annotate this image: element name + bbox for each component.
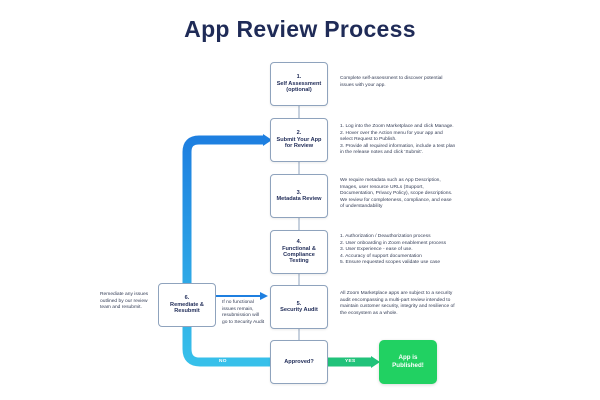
description-line: select Request to Publish.	[340, 137, 397, 143]
description-line: the ecosystem as a whole.	[340, 310, 398, 316]
remediate-note: Remediate any issues outlined by our rev…	[100, 292, 170, 312]
description-security-audit: All Zoom Marketplace apps are subject to…	[340, 291, 505, 317]
step-number: 1.	[296, 74, 302, 81]
note-line: resubmission will	[222, 313, 259, 319]
step-label: Security Audit	[280, 307, 318, 313]
note-line: If no functional	[222, 300, 254, 305]
description-line: Complete self-assessment to discover pot…	[340, 76, 443, 81]
step-metadata-review: 3. Metadata Review	[270, 174, 328, 218]
description-line: 2. Hover over the Action menu for your a…	[340, 130, 443, 136]
description-line: Images, user resource URLs (Support,	[340, 184, 424, 190]
note-line: Remediate any issues	[100, 292, 149, 297]
step-label: Self Assessment (optional)	[276, 80, 322, 94]
page-title: App Review Process	[184, 16, 416, 42]
description-submit-app: 1. Log into the Zoom Marketplace and cli…	[340, 124, 500, 157]
description-line: 3. User Experience - ease of use.	[340, 247, 413, 253]
description-line: We review for completeness, compliance, …	[340, 197, 452, 203]
step-approved-decision: Approved?	[270, 340, 328, 384]
step-label: Functional & Compliance Testing	[282, 245, 316, 265]
step-label: Submit Your App for Review	[276, 136, 322, 150]
description-line: 2. User onboarding in Zoom enablement pr…	[340, 240, 447, 246]
rejection-loop	[182, 135, 270, 367]
description-line: Documentation, Privacy Policy), scope de…	[340, 191, 453, 197]
step-number: 6.	[184, 295, 190, 302]
description-line: We require metadata such as App Descript…	[340, 178, 441, 183]
description-line: 1. Log into the Zoom Marketplace and cli…	[340, 124, 454, 129]
step-self-assessment: 1. Self Assessment (optional)	[270, 62, 328, 106]
note-line: go to Security Audit	[222, 319, 265, 325]
step-label: Metadata Review	[276, 196, 322, 202]
step-label: Remediate & Resubmit	[170, 301, 204, 315]
description-line: issues with your app.	[340, 82, 386, 88]
note-line: team and resubmit.	[100, 305, 142, 311]
step-number: 2.	[296, 130, 302, 137]
description-line: maintain customer security, integrity an…	[340, 304, 455, 310]
description-line: of understandability	[340, 204, 383, 210]
description-line: 5. Ensure requested scopes validate use …	[340, 260, 441, 266]
description-metadata-review: We require metadata such as App Descript…	[340, 178, 500, 211]
security-audit-note: If no functional issues remain, resubmis…	[222, 300, 272, 326]
description-line: 4. Accuracy of support documentation	[340, 253, 422, 259]
description-line: All Zoom Marketplace apps are subject to…	[340, 291, 453, 296]
step-security-audit: 5. Security Audit	[270, 285, 328, 329]
yes-flag: YES	[345, 359, 356, 364]
step-label: Approved?	[284, 358, 314, 365]
step-remediate-resubmit: 6. Remediate & Resubmit	[158, 283, 216, 327]
step-submit-app: 2. Submit Your App for Review	[270, 118, 328, 162]
description-line: in the release notes and click 'Submit'.	[340, 150, 423, 156]
description-functional-testing: 1. Authorization / Deauthorization proce…	[340, 234, 500, 267]
remediate-arrowhead	[260, 292, 268, 300]
step-number: 3.	[296, 189, 302, 196]
description-line: 3. Provide all required information, inc…	[340, 143, 456, 149]
description-line: audit encompassing a multi-part review i…	[340, 297, 451, 303]
app-published-box: App is Published!	[379, 340, 437, 384]
note-line: outlined by our review	[100, 298, 148, 304]
description-self-assessment: Complete self-assessment to discover pot…	[340, 76, 490, 89]
step-functional-testing: 4. Functional & Compliance Testing	[270, 230, 328, 274]
no-flag: NO	[219, 359, 227, 364]
step-number: 5.	[296, 300, 302, 307]
step-number: 4.	[296, 239, 302, 246]
note-line: issues remain,	[222, 306, 254, 312]
description-line: 1. Authorization / Deauthorization proce…	[340, 234, 431, 239]
